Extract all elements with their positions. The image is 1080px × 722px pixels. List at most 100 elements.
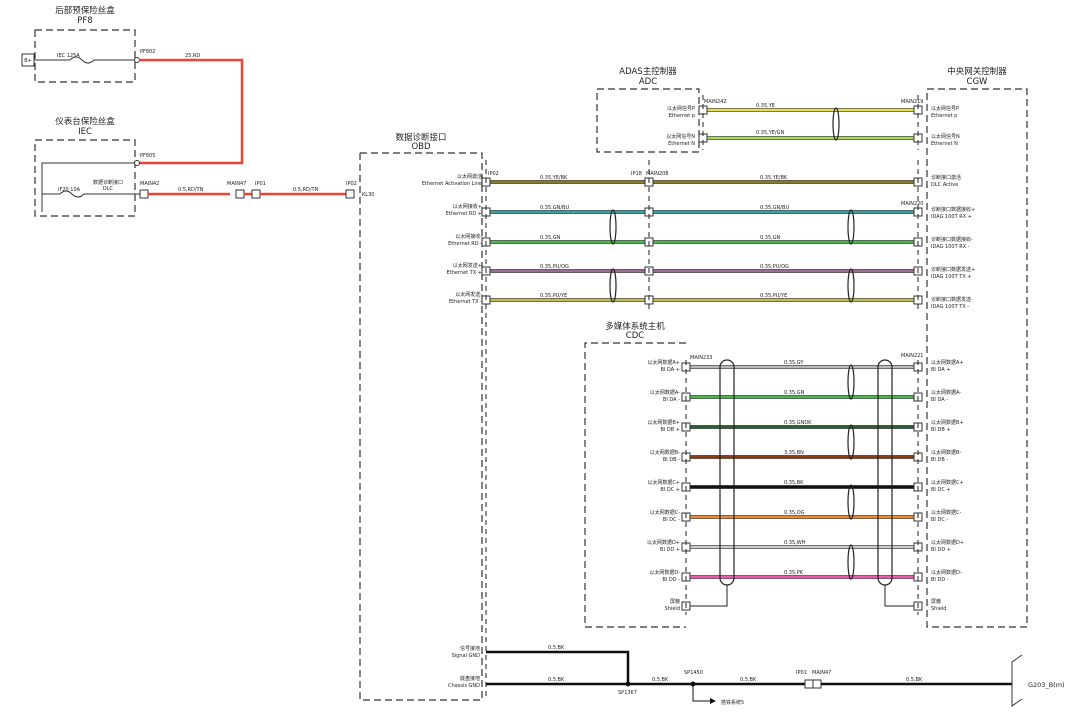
cdc-da-n-label-cn: 以太网数据A-	[650, 389, 680, 396]
wire-cgw-rdp-label: 0.35,GN/BU	[760, 205, 789, 211]
svg-text:0.5,BK: 0.5,BK	[652, 677, 669, 683]
shield-drain-cdc	[690, 585, 728, 607]
wire-obd-txp-label: 0.35,PU/OG	[540, 264, 569, 270]
svg-text:Ethernet N: Ethernet N	[931, 141, 958, 147]
svg-text:以太网信号P: 以太网信号P	[667, 105, 695, 112]
obd-name: 数据诊断接口	[395, 132, 446, 143]
cdc-box	[584, 342, 686, 628]
battery-label: B+	[24, 58, 32, 64]
ip02-pin-kl30	[345, 189, 355, 199]
pf802-pin	[134, 57, 140, 63]
main220-label: MAIN220	[901, 201, 924, 207]
obd-txp-label-cn: 以太网发送+	[453, 262, 482, 269]
obd-txn-label-cn: 以太网发送-	[455, 291, 482, 298]
main42-pin	[139, 189, 149, 199]
svg-text:诊断接口数据发送+: 诊断接口数据发送+	[931, 266, 975, 273]
wire-obd-rdn-label: 0.35,GN	[540, 235, 561, 241]
cdc-da-p-label-cn: 以太网数据A+	[647, 359, 680, 366]
pf805-label: PF805	[140, 153, 155, 159]
cdc-dd-n-label-cn: 以太网数据D-	[649, 569, 680, 576]
main208-label: MAIN208	[646, 171, 669, 177]
wire-obd-rdp-label: 0.35,GN/BU	[540, 205, 569, 211]
arrow-icon	[710, 698, 716, 704]
ground-section: 信号接地 Signal GND 底盘接地 Chassis GND 0.5,BK …	[448, 645, 1065, 707]
adc-box	[596, 88, 700, 153]
wire-25-rd	[139, 58, 244, 165]
svg-text:0.5,BK: 0.5,BK	[548, 677, 565, 683]
cgw-dc-n-label-cn: 以太网数据C-	[931, 509, 961, 516]
cdc-dc-n-label-en: BI DC -	[663, 517, 680, 523]
twist-cdc-2	[847, 424, 855, 460]
wire-cdc-dc-n-label: 0.35,OG	[784, 510, 805, 516]
obd-code: OBD	[411, 142, 431, 152]
pf8-fuse-label: IEC 125A	[57, 53, 80, 59]
wire-obd-act-label: 0.35,YE/BK	[540, 175, 568, 181]
svg-text:Ethernet p: Ethernet p	[669, 113, 695, 119]
svg-text:诊断接口数据接收+: 诊断接口数据接收+	[931, 206, 975, 213]
svg-text:以太网信号N: 以太网信号N	[931, 133, 960, 140]
svg-text:IDAG 100T TX +: IDAG 100T TX +	[931, 274, 971, 280]
kl30-label: KL30	[362, 192, 374, 198]
wire-cdc-da-p-label: 0.35,GY	[784, 360, 804, 366]
shield-loop-cdc	[719, 359, 735, 586]
svg-text:0.5,BK: 0.5,BK	[740, 677, 757, 683]
twist-obd-rd	[609, 209, 617, 245]
cgw-shield-label-cn: 屏蔽	[931, 598, 941, 605]
twist-cdc-0	[847, 364, 855, 400]
obd-rdp-label-en: Ethernet RD +	[446, 211, 482, 217]
twist-adc	[832, 107, 840, 141]
shield-drain-cgw	[884, 585, 914, 607]
cgw-shield-label-en: Shield	[931, 606, 946, 612]
svg-text:Chassis GND: Chassis GND	[448, 683, 480, 689]
wire-cgw-txn-label: 0.35,PU/YE	[760, 293, 787, 299]
ground-system-link[interactable]: 搭铁系统5	[721, 699, 744, 706]
wire-cdc-db-p-label: 0.35,GNDK	[784, 420, 812, 426]
adc-section: ADAS主控制器 ADC MAIN242 以太网信号P Ethernet p 以…	[596, 66, 727, 153]
wire-cdc-dd-n-label: 0.35,PK	[784, 570, 804, 576]
ground-symbol-icon	[1011, 654, 1023, 684]
wire-cgw-act-label: 0.35,YE/BK	[760, 175, 788, 181]
ip18-label: IP18	[631, 171, 642, 177]
obd-ip02-label: IP02	[488, 171, 499, 177]
pf8-name: 后部预保险丝盒	[55, 5, 115, 16]
wire-signal-gnd	[486, 650, 630, 684]
cgw-code: CGW	[967, 77, 989, 87]
ip02-label-kl30: IP02	[346, 181, 357, 187]
wire-adc-yegn-label: 0.35,YE/GN	[756, 130, 784, 136]
cgw-db-n-label-en: BI DB -	[931, 457, 948, 463]
svg-text:0.5,BK: 0.5,BK	[548, 645, 565, 651]
svg-text:以太网信号N: 以太网信号N	[666, 133, 695, 140]
obd-txn-label-en: Ethernet TX -	[449, 299, 482, 305]
shield-loop-cgw	[877, 359, 893, 586]
svg-text:以太网信号P: 以太网信号P	[931, 105, 959, 112]
twist-cgw-rd	[847, 209, 855, 245]
dlc-label-code: DLC	[103, 186, 114, 192]
twist-obd-tx	[609, 268, 617, 303]
cgw-da-n-label-cn: 以太网数据A-	[931, 389, 961, 396]
wire-adc-ye-label: 0.35,YE	[756, 103, 775, 109]
cdc-da-n-label-en: BI DA -	[663, 397, 680, 403]
cdc-dd-n-label-en: BI DD -	[662, 577, 680, 583]
svg-text:Ethernet p: Ethernet p	[931, 113, 957, 119]
wire-cdc-dc-p-label: 0.35,BK	[784, 480, 804, 486]
cgw-dc-p-label-en: BI DC +	[931, 487, 951, 493]
splice-sp1367	[625, 681, 631, 687]
wire-25-rd-label: 25,RD	[185, 53, 200, 59]
cgw-db-p-label-cn: 以太网数据B+	[931, 419, 964, 426]
svg-text:诊断接口激活: 诊断接口激活	[931, 174, 961, 181]
cgw-box	[926, 88, 1028, 628]
main47-gnd-pin	[812, 679, 822, 689]
main219-label: MAIN219	[901, 99, 924, 105]
svg-text:Ethernet N: Ethernet N	[668, 141, 695, 147]
cgw-name: 中央网关控制器	[947, 66, 1007, 77]
cdc-da-p-label-en: BI DA +	[661, 367, 680, 373]
pf805-pin	[134, 160, 140, 166]
obd-act-label-cn: 以太网激活	[457, 173, 482, 180]
cgw-da-p-label-cn: 以太网数据A+	[931, 359, 964, 366]
obd-box	[359, 152, 483, 701]
cdc-section: 多媒体系统主机 CDC MAIN233	[584, 321, 713, 628]
twist-cgw-tx	[847, 268, 855, 303]
main242-label: MAIN242	[704, 99, 727, 105]
iec-box	[34, 139, 136, 217]
